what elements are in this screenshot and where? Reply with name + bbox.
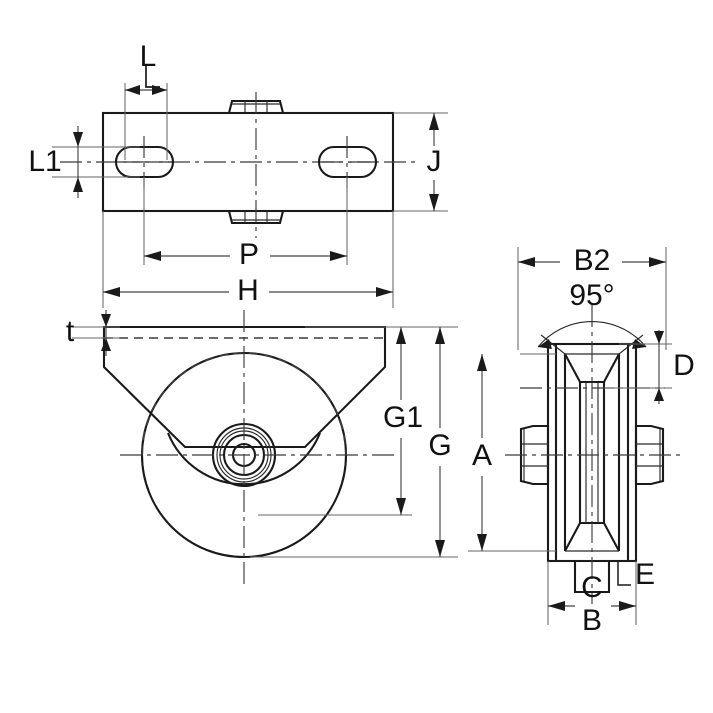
wheel-tread-stub xyxy=(573,561,631,594)
dimension-label-C: C xyxy=(581,571,603,604)
dimension-label-angle: 95° xyxy=(569,279,614,312)
dimension-label-L1: L1 xyxy=(28,145,61,178)
dimension-H: H xyxy=(102,211,394,310)
v-groove-profile xyxy=(564,353,620,552)
wheel-hidden-arc xyxy=(141,352,347,456)
dimension-label-H: H xyxy=(237,274,259,307)
dimension-P: P xyxy=(143,177,348,274)
dimension-label-B: B xyxy=(582,604,602,637)
wheel-hub-bore xyxy=(585,382,599,523)
dimension-B2: B2 xyxy=(517,244,667,350)
dimension-label-E: E xyxy=(635,558,655,591)
dimension-label-L: L xyxy=(140,40,157,73)
dimension-E: E xyxy=(635,558,655,591)
dimension-L1: L1 xyxy=(28,126,140,198)
dimension-label-D: D xyxy=(673,349,695,382)
dimension-label-t: t xyxy=(66,315,75,348)
dimension-A: A xyxy=(463,353,556,552)
front-view: t G1 G xyxy=(66,310,458,588)
dimension-label-J: J xyxy=(427,145,442,178)
dimension-D: D xyxy=(604,330,695,404)
dimension-label-G: G xyxy=(428,429,451,462)
dimension-C: C xyxy=(581,571,603,604)
dimension-B: B xyxy=(547,561,637,638)
dimension-t: t xyxy=(66,310,120,356)
side-view-hex-nut-right xyxy=(634,424,665,486)
dimension-label-G1: G1 xyxy=(383,401,423,434)
dimension-G: G xyxy=(250,326,458,558)
top-view: L L1 J P xyxy=(28,40,450,310)
side-view-hex-nut-left xyxy=(519,424,550,486)
angle-arc xyxy=(537,320,647,348)
dimension-label-A: A xyxy=(472,439,492,472)
dimension-label-B2: B2 xyxy=(574,244,611,277)
dimension-label-P: P xyxy=(239,238,259,271)
side-view: 95° B2 D A xyxy=(463,244,695,638)
dimension-J: J xyxy=(393,112,450,212)
